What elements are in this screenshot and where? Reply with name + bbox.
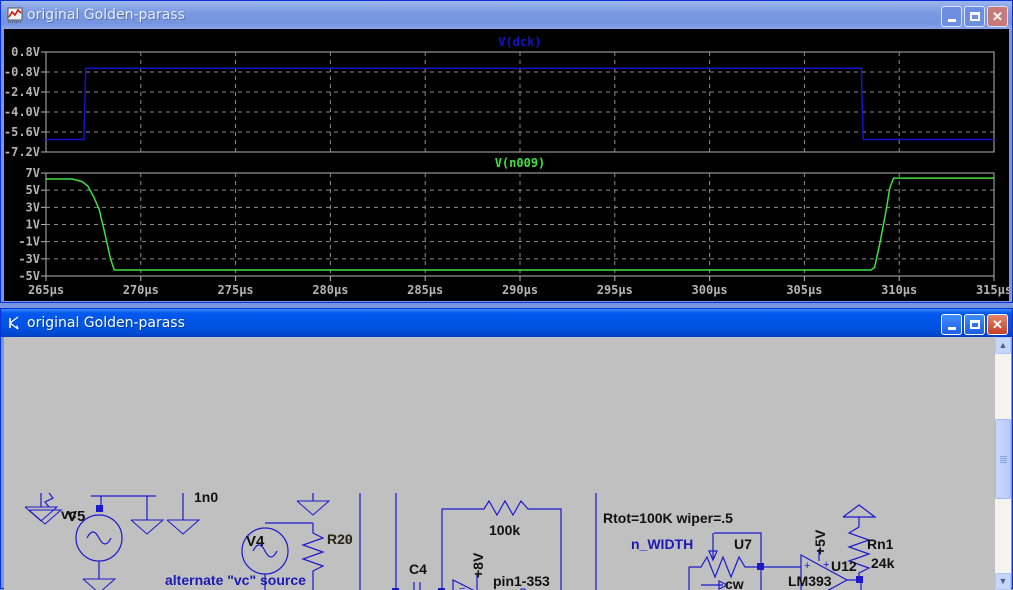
schematic-titlebar[interactable]: original Golden-parass ✕ <box>1 309 1012 337</box>
x-tick-label: 315µs <box>976 283 1009 297</box>
close-button[interactable]: ✕ <box>987 314 1008 335</box>
minimize-icon <box>947 327 956 330</box>
chevron-up-icon: ▲ <box>998 340 1008 350</box>
label-cw-u7: cw <box>725 576 744 590</box>
y-tick-label: -5V <box>18 269 40 283</box>
label-v4: V4 <box>246 533 265 550</box>
schematic-canvas[interactable]: −+ + +− +− vc V5 1n0 V4 R20 R29 10p C10 … <box>4 337 997 590</box>
scroll-up-button[interactable]: ▲ <box>995 337 1011 354</box>
trace-vdck <box>46 67 994 141</box>
x-tick-label: 285µs <box>407 283 443 297</box>
schematic-drawing[interactable]: −+ + +− +− vc V5 1n0 V4 R20 R29 10p C10 … <box>4 337 997 590</box>
pane-vdck: 0.8V -0.8V -2.4V -4.0V -5.6V -7.2V <box>4 45 995 159</box>
schematic-app-icon <box>9 316 19 330</box>
label-rn1-value: 24k <box>871 555 895 571</box>
ground-symbol <box>24 506 58 522</box>
waveform-window-title: original Golden-parass <box>27 7 185 23</box>
label-lm393: LM393 <box>788 573 832 589</box>
label-r-100k: 100k <box>489 522 520 538</box>
label-r20: R20 <box>327 531 353 547</box>
ground-symbol <box>842 504 877 518</box>
net-label-n-width: n_WIDTH <box>631 536 693 552</box>
svg-text:−: − <box>459 583 465 590</box>
minimize-icon <box>947 19 956 22</box>
x-tick-label: 295µs <box>597 283 633 297</box>
trace-label-vn009[interactable]: V(n009) <box>495 156 546 170</box>
y-tick-label: 5V <box>26 183 40 197</box>
label-1n0: 1n0 <box>194 489 218 505</box>
close-icon: ✕ <box>992 8 1003 24</box>
y-tick-label: -4.0V <box>4 105 40 119</box>
ground-symbol <box>82 578 116 590</box>
x-tick-label: 275µs <box>218 283 254 297</box>
maximize-icon <box>969 12 980 21</box>
svg-text:+: + <box>823 559 829 571</box>
label-plus5v: +5V <box>812 529 828 555</box>
waveform-chart[interactable]: 0.8V -0.8V -2.4V -4.0V -5.6V -7.2V 7V 5V 3V 1V -1… <box>4 29 1009 301</box>
chevron-down-icon: ▼ <box>998 576 1008 586</box>
ground-symbol <box>130 519 164 535</box>
maximize-icon <box>969 320 980 329</box>
y-tick-label: -1V <box>18 235 40 249</box>
x-tick-label: 265µs <box>28 283 64 297</box>
label-c4: C4 <box>409 561 427 577</box>
label-u7-params: Rtot=100K wiper=.5 <box>603 510 733 526</box>
y-tick-label: -5.6V <box>4 125 40 139</box>
minimize-button[interactable] <box>941 6 962 27</box>
ground-symbol <box>166 519 200 535</box>
grip-icon <box>1000 456 1007 464</box>
scroll-down-button[interactable]: ▼ <box>995 573 1011 590</box>
label-pin1-353: pin1-353 <box>493 573 550 589</box>
label-vc: vc <box>61 506 77 522</box>
trace-label-vdck[interactable]: V(dck) <box>498 35 541 49</box>
x-tick-label: 280µs <box>312 283 348 297</box>
x-tick-label: 290µs <box>502 283 538 297</box>
close-button[interactable]: ✕ <box>987 6 1008 27</box>
y-tick-label: -2.4V <box>4 85 40 99</box>
label-r29: R29 <box>327 531 353 547</box>
waveform-window: original Golden-parass ✕ 0.8V -0.8V -2.4V -… <box>0 0 1013 303</box>
schematic-window-title: original Golden-parass <box>27 315 185 331</box>
y-tick-label: -7.2V <box>4 145 40 159</box>
maximize-button[interactable] <box>964 6 985 27</box>
y-tick-label: 1V <box>26 218 40 232</box>
u12-comparator-symbol <box>800 553 849 590</box>
scroll-thumb[interactable] <box>995 419 1011 499</box>
y-tick-label: -0.8V <box>4 65 40 79</box>
y-tick-label: 7V <box>26 166 40 180</box>
label-u7: U7 <box>734 536 752 552</box>
x-tick-label: 310µs <box>881 283 917 297</box>
x-tick-label: 300µs <box>692 283 728 297</box>
waveform-app-icon <box>7 7 23 23</box>
maximize-button[interactable] <box>964 314 985 335</box>
trace-vn009 <box>46 177 994 271</box>
x-tick-label: 270µs <box>123 283 159 297</box>
waveform-plot-area[interactable]: 0.8V -0.8V -2.4V -4.0V -5.6V -7.2V 7V 5V 3V 1V -1… <box>4 29 1009 301</box>
label-u12: U12 <box>831 558 857 574</box>
y-tick-label: 3V <box>26 200 40 214</box>
y-tick-label: -3V <box>18 252 40 266</box>
svg-text:+: + <box>804 560 810 572</box>
vertical-scrollbar[interactable]: ▲ ▼ <box>995 337 1011 590</box>
x-tick-label: 305µs <box>786 283 822 297</box>
waveform-titlebar[interactable]: original Golden-parass ✕ <box>1 1 1012 29</box>
y-tick-label: 0.8V <box>11 45 40 59</box>
schematic-window: original Golden-parass ✕ <box>0 308 1013 590</box>
close-icon: ✕ <box>992 316 1003 332</box>
comment-alternate-vc-source: alternate "vc" source <box>165 572 306 588</box>
label-v5: V5 <box>67 508 85 525</box>
label-plus8v: +8V <box>470 552 486 578</box>
minimize-button[interactable] <box>941 314 962 335</box>
ground-symbol <box>296 500 330 516</box>
label-rn1: Rn1 <box>867 536 894 552</box>
